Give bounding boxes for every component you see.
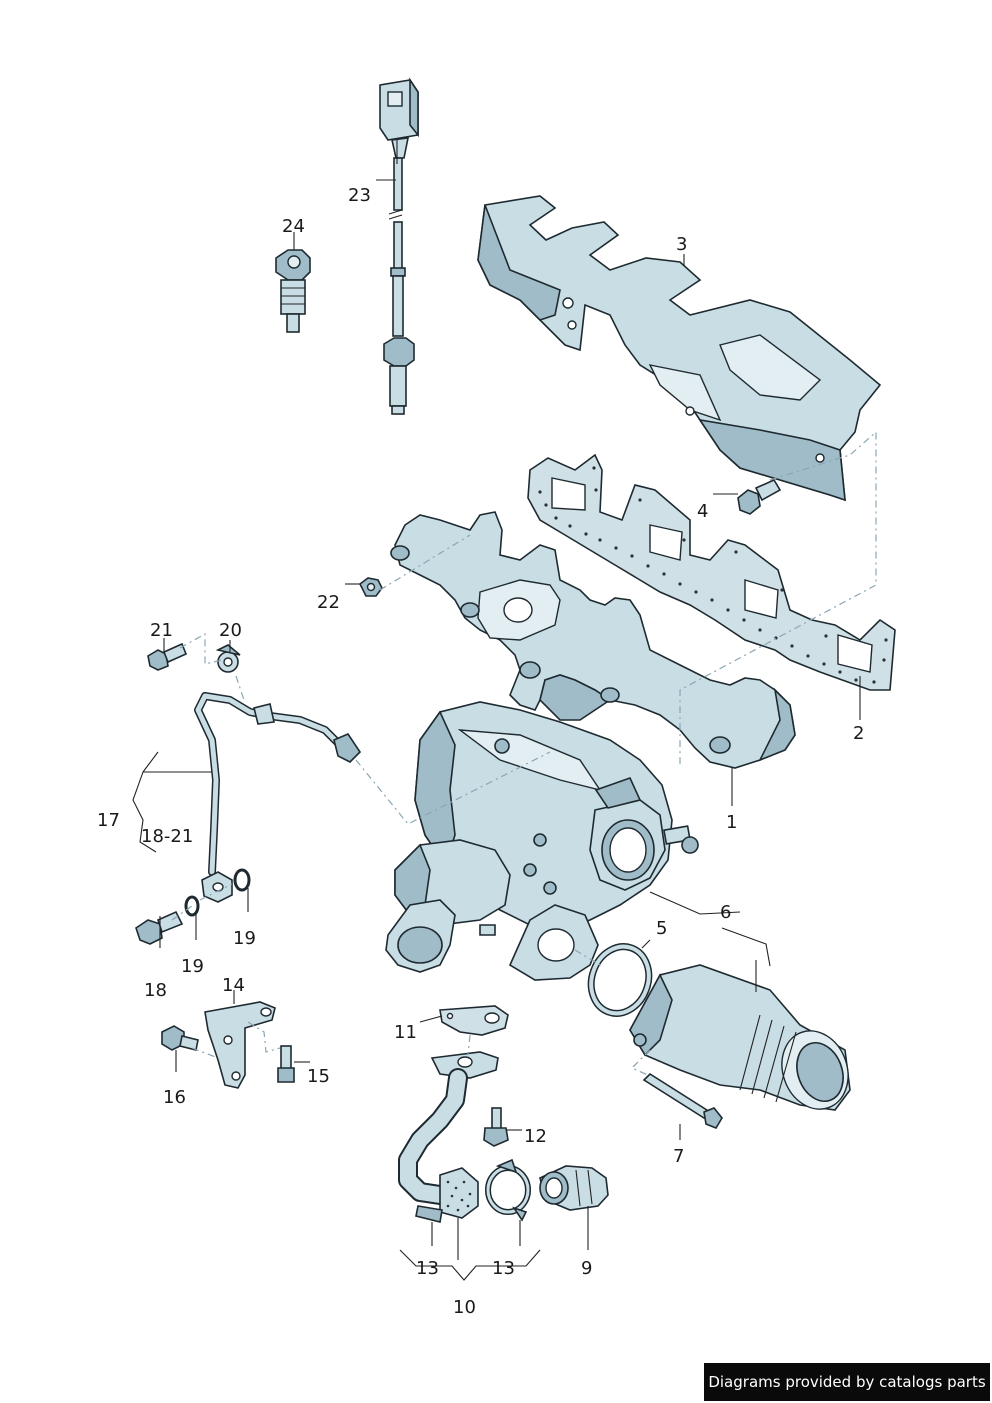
callout-1: 1 — [726, 812, 737, 833]
egr-pipe-10-part[interactable] — [398, 1051, 499, 1223]
callout-23: 23 — [348, 185, 371, 206]
callout-19-left: 19 — [181, 956, 204, 977]
bolt-16-part[interactable] — [161, 1025, 199, 1051]
banjo-bolt-18-part[interactable] — [135, 910, 184, 945]
assembly-lines — [171, 430, 877, 1077]
bolt-4-part[interactable] — [737, 478, 782, 515]
callout-2: 2 — [853, 723, 864, 744]
callout-17: 17 — [97, 810, 120, 831]
callout-18: 18 — [144, 980, 167, 1001]
callout-14: 14 — [222, 975, 245, 996]
callout-13-left: 13 — [416, 1258, 439, 1279]
callout-21: 21 — [150, 620, 173, 641]
callout-10: 10 — [453, 1297, 476, 1318]
sensor-cable-part[interactable] — [379, 77, 419, 415]
turbocharger-body[interactable] — [385, 701, 699, 981]
bolt-21-part[interactable] — [147, 642, 188, 671]
footer-credit: Diagrams provided by catalogs parts — [704, 1363, 990, 1401]
manifold-gasket-part[interactable] — [527, 453, 896, 691]
callout-7: 7 — [673, 1146, 684, 1167]
callout-16: 16 — [163, 1087, 186, 1108]
nut-22-part[interactable] — [358, 577, 383, 597]
callout-9: 9 — [581, 1258, 592, 1279]
gasket-11-part[interactable] — [439, 1005, 509, 1036]
callout-18-21: 18-21 — [141, 826, 193, 847]
clamp-13-part[interactable] — [485, 1158, 531, 1222]
stud-15-part[interactable] — [277, 1045, 295, 1083]
callout-13-right: 13 — [492, 1258, 515, 1279]
heat-shield-part[interactable] — [477, 195, 882, 502]
callout-labels: 1 2 3 4 5 6 7 9 10 11 12 13 13 14 15 16 … — [97, 185, 864, 1318]
bracket-14-part[interactable] — [204, 1001, 276, 1089]
clip-20-part[interactable] — [215, 644, 241, 673]
exhaust-manifold-part[interactable] — [390, 511, 796, 769]
callout-3: 3 — [676, 234, 687, 255]
fitting-9-part[interactable] — [539, 1165, 609, 1211]
callout-12: 12 — [524, 1126, 547, 1147]
callout-4: 4 — [697, 501, 708, 522]
callout-19-right: 19 — [233, 928, 256, 949]
o-ring-5-part[interactable] — [582, 938, 658, 1021]
washer-19-part[interactable] — [184, 868, 251, 917]
oil-feed-line-17-part[interactable] — [194, 692, 362, 903]
bolt-12-part[interactable] — [483, 1107, 509, 1147]
callout-6: 6 — [720, 902, 731, 923]
callout-20: 20 — [219, 620, 242, 641]
bolt-24-part[interactable] — [275, 249, 311, 333]
callout-11: 11 — [394, 1022, 417, 1043]
long-bolt-7-part[interactable] — [642, 1072, 723, 1129]
callout-22: 22 — [317, 592, 340, 613]
callout-5: 5 — [656, 918, 667, 939]
actuator-6-part[interactable] — [629, 964, 859, 1119]
callout-15: 15 — [307, 1066, 330, 1087]
callout-24: 24 — [282, 216, 305, 237]
leader-lines — [132, 140, 861, 1281]
